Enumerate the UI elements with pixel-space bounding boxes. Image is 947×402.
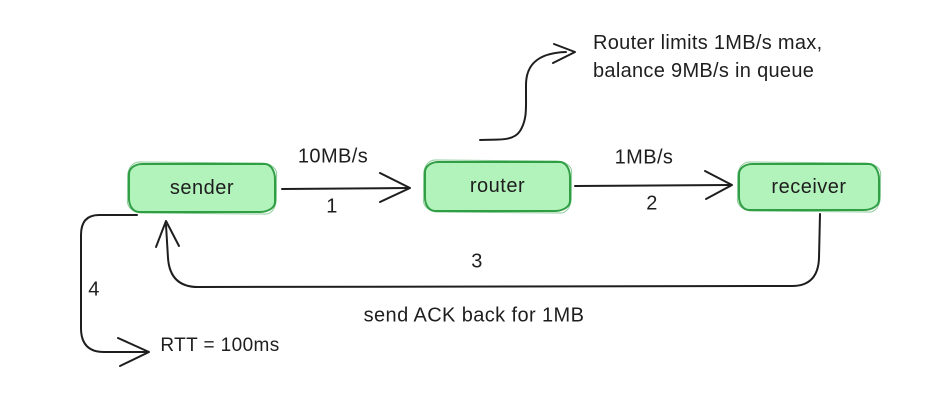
edge-step-label-1: 1 — [326, 195, 338, 218]
arrow-shaft — [281, 187, 408, 190]
edge-step-label-2: 2 — [646, 192, 658, 215]
arrow-shaft — [80, 214, 147, 353]
arrow-shaft — [574, 184, 730, 187]
router-note: Router limits 1MB/s max, balance 9MB/s i… — [593, 29, 822, 85]
edge-rate-label-router-receiver: 1MB/s — [614, 146, 674, 169]
node-receiver: receiver — [738, 163, 880, 211]
edge-step-label-3: 3 — [471, 250, 483, 273]
node-receiver-label: receiver — [771, 175, 847, 198]
arrow-head-icon — [379, 172, 411, 203]
router-note-line-1: Router limits 1MB/s max, — [593, 32, 823, 54]
edge-step-label-4: 4 — [88, 278, 100, 301]
arrow-head-icon — [117, 337, 150, 367]
arrow-sender-to-router — [281, 172, 411, 203]
ack-caption: send ACK back for 1MB — [363, 304, 585, 327]
arrow-shaft — [479, 51, 567, 141]
edge-rate-label-sender-router: 10MB/s — [297, 145, 369, 168]
arrow-head-icon — [552, 43, 576, 64]
arrow-shaft — [165, 213, 821, 288]
arrow-router-note — [479, 43, 576, 141]
arrow-rtt-loop — [80, 214, 150, 367]
arrow-router-to-receiver — [574, 170, 733, 200]
node-router-label: router — [469, 175, 526, 197]
router-note-line-2: balance 9MB/s in queue — [593, 60, 815, 82]
arrow-head-icon — [155, 220, 180, 248]
rtt-caption: RTT = 100ms — [160, 335, 280, 356]
node-sender-label: sender — [169, 176, 235, 199]
arrow-head-icon — [704, 170, 733, 200]
node-router: router — [424, 161, 571, 212]
node-sender: sender — [128, 163, 276, 213]
arrow-ack-return — [155, 213, 821, 288]
